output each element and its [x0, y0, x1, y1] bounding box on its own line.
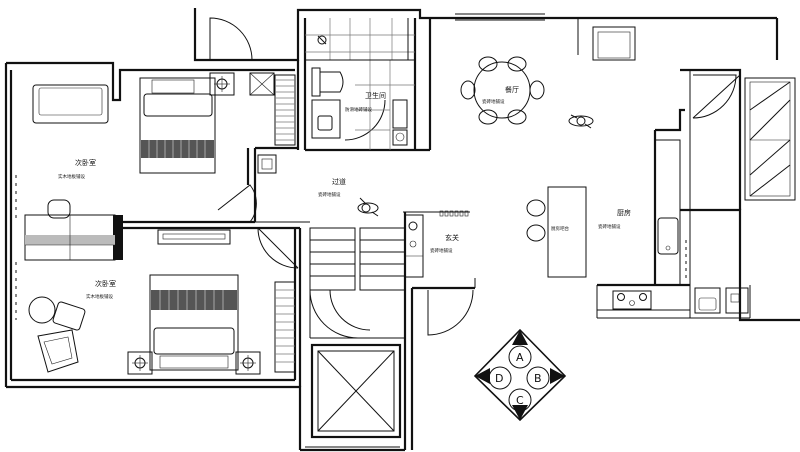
dining-room-name: 餐厅 [505, 85, 519, 94]
person-icon [357, 197, 379, 217]
bath-room-name: 卫生间 [365, 91, 386, 100]
master-room-floor: 实木地板铺设 [58, 173, 85, 180]
kitchen-area: 厨房 瓷砖地铺设 厨房吧台 [526, 139, 749, 314]
compass-label-a: A [516, 351, 524, 364]
entry-room-floor: 瓷砖地铺设 [430, 247, 453, 254]
interior-walls [120, 18, 751, 387]
compass-label-d: D [495, 372, 503, 385]
person-icon [568, 114, 594, 129]
staircase [309, 227, 406, 439]
corridor-room-floor: 瓷砖地铺设 [318, 191, 341, 198]
kitchen-room-name: 厨房 [617, 208, 631, 217]
second-room-name: 次卧室 [95, 279, 116, 288]
corridor-room-name: 过道 [332, 177, 346, 186]
second-room-floor: 实木地板铺设 [86, 293, 113, 300]
dining-room-floor: 瓷砖地铺设 [482, 98, 505, 105]
entry-room-name: 玄关 [445, 233, 459, 242]
compass-label-c: C [516, 394, 524, 407]
second-bedroom: 次卧室 实木地板铺设 [15, 229, 296, 375]
exterior-walls [4, 8, 800, 452]
bar-label: 厨房吧台 [551, 225, 569, 232]
bath-room-floor: 防滑地砖铺设 [345, 106, 372, 113]
master-bedroom: 次卧室 实木地板铺设 [15, 72, 296, 261]
kitchen-room-floor: 瓷砖地铺设 [598, 223, 621, 230]
compass-rose: A B C D [473, 328, 567, 422]
compass-label-b: B [534, 372, 542, 385]
bathroom: 卫生间 防滑地砖铺设 [305, 18, 415, 150]
doors [209, 13, 741, 336]
master-room-name: 次卧室 [75, 158, 96, 167]
corridor-entry: 过道 瓷砖地铺设 玄关 瓷砖地铺设 [257, 154, 469, 278]
terrace-window [744, 77, 796, 201]
dining-area: 餐厅 瓷砖地铺设 [460, 18, 636, 129]
